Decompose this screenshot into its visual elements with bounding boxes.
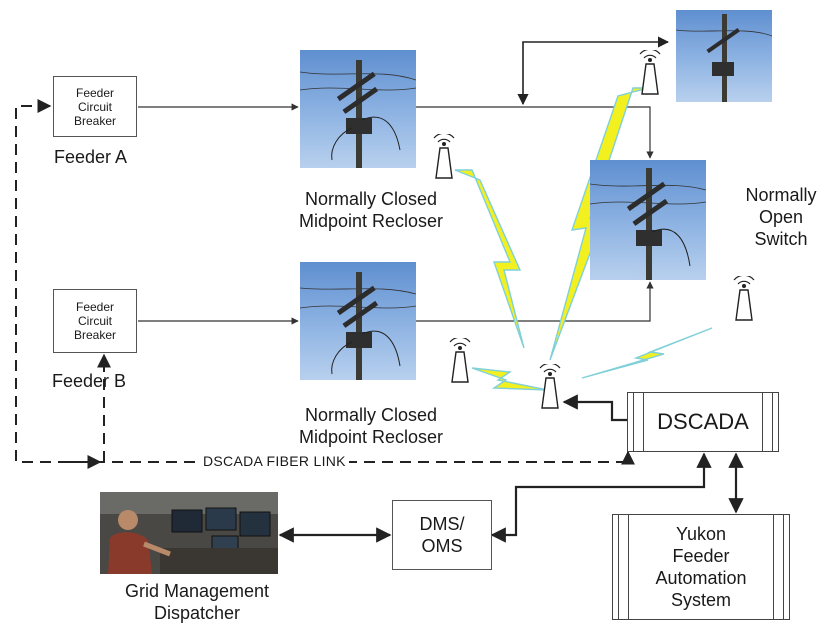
dms-dscada-link — [490, 452, 712, 543]
label-line: System — [670, 590, 731, 610]
label-line: Midpoint Recloser — [298, 211, 444, 231]
breaker-line: Circuit — [77, 99, 112, 114]
label-line: DMS/ — [419, 514, 465, 534]
label-line: Normally Closed — [304, 405, 438, 425]
open-switch-photo — [590, 160, 706, 280]
recloser-a-label: Normally Closed Midpoint Recloser — [266, 188, 476, 232]
recloser-a-photo — [300, 50, 416, 168]
utility-pole-icon — [676, 14, 772, 102]
yukon-system-box: Yukon Feeder Automation System — [612, 514, 790, 620]
recloser-b-photo — [300, 262, 416, 380]
label-line: Dispatcher — [153, 603, 241, 623]
utility-pole-icon — [590, 168, 706, 280]
breaker-line: Feeder — [75, 300, 115, 314]
top-switch-link — [517, 36, 670, 106]
antenna-icon — [449, 338, 471, 383]
open-switch-label: Normally Open Switch — [726, 184, 836, 250]
dispatcher-label: Grid Management Dispatcher — [82, 580, 312, 624]
utility-pole-icon — [300, 60, 416, 168]
feeder-b-breaker-box: Feeder Circuit Breaker — [53, 289, 137, 353]
recloser-b-label: Normally Closed Midpoint Recloser — [266, 404, 476, 448]
breaker-line: Breaker — [73, 328, 117, 342]
dms-oms-box: DMS/ OMS — [392, 500, 492, 570]
feeder-a-breaker-box: Feeder Circuit Breaker — [53, 76, 137, 137]
label-line: Grid Management — [124, 581, 270, 601]
remote-pole-photo — [676, 10, 772, 102]
breaker-line: Circuit — [77, 314, 112, 328]
antenna-icon — [733, 276, 755, 321]
fiber-link-label: DSCADA FIBER LINK — [200, 453, 349, 469]
feeder-a-label: Feeder A — [54, 147, 128, 167]
dscada-box: DSCADA — [627, 392, 779, 452]
antenna-icon — [433, 134, 455, 179]
antenna-icon — [639, 50, 661, 95]
dscada-label: DSCADA — [657, 409, 749, 434]
dscada-antenna-link — [562, 394, 627, 422]
label-line: Automation — [655, 568, 747, 588]
label-line: Midpoint Recloser — [298, 427, 444, 447]
utility-pole-icon — [300, 272, 416, 380]
dispatcher-photo — [100, 492, 278, 574]
antenna-icon — [539, 364, 561, 409]
label-line: Feeder — [672, 546, 730, 566]
feeder-b-label: Feeder B — [52, 371, 127, 391]
label-line: Yukon — [675, 524, 727, 544]
breaker-line: Breaker — [73, 113, 117, 128]
label-line: Normally Closed — [304, 189, 438, 209]
breaker-line: Feeder — [75, 85, 115, 100]
label-line: Switch — [754, 229, 808, 249]
recloser-b-to-switch-line — [416, 281, 654, 322]
label-line: Open — [758, 207, 804, 227]
label-line: OMS — [421, 536, 463, 556]
label-line: Normally — [745, 185, 817, 205]
fiber-link-line — [15, 99, 635, 465]
